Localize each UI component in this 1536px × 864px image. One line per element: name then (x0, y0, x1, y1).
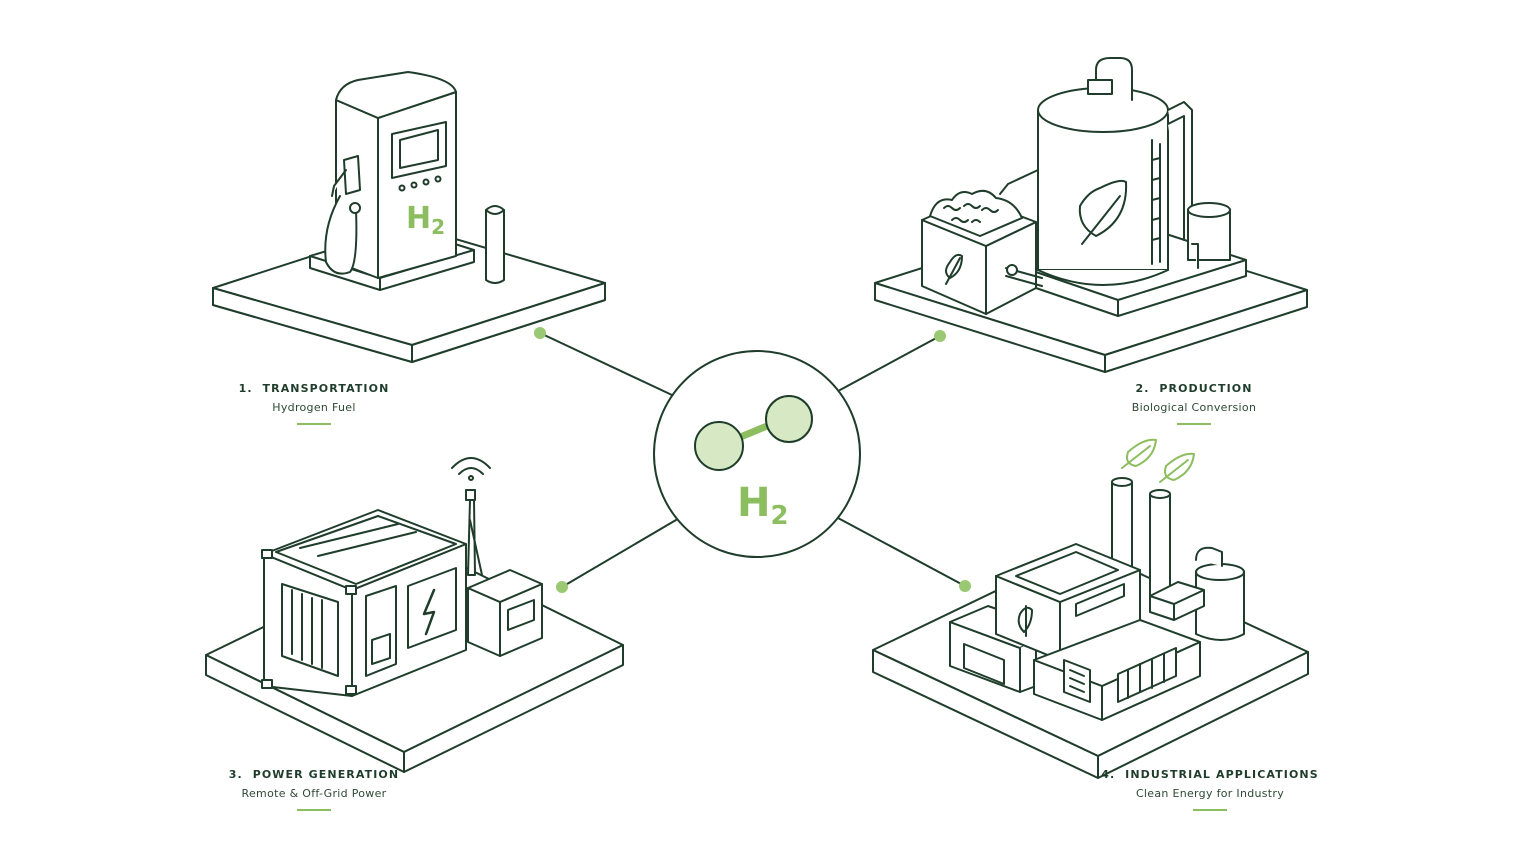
caption-subtitle: Clean Energy for Industry (1135, 787, 1285, 800)
caption-accent-rule (297, 423, 331, 425)
caption-accent-rule (1177, 423, 1211, 425)
factory-icon (949, 477, 1245, 721)
connector-dots (534, 327, 971, 593)
center-hub: H2 (653, 350, 861, 558)
caption-production: 2. PRODUCTION Biological Conversion (1074, 382, 1314, 425)
hub-circle (653, 350, 861, 558)
node-transportation: H2 (212, 71, 606, 363)
connector-industrial (837, 517, 966, 587)
caption-subtitle: Remote & Off-Grid Power (241, 787, 387, 800)
generator-container-icon (261, 509, 543, 697)
wifi-antenna-icon (451, 457, 491, 576)
connector-power (561, 519, 677, 588)
caption-title: 3. POWER GENERATION (228, 768, 400, 781)
caption-subtitle: Hydrogen Fuel (272, 401, 356, 414)
connector-lines (539, 332, 966, 588)
connector-production (839, 335, 941, 391)
connector-dot (959, 580, 971, 592)
caption-title: 1. TRANSPORTATION (238, 382, 390, 395)
caption-accent-rule (1193, 809, 1227, 811)
caption-power-generation: 3. POWER GENERATION Remote & Off-Grid Po… (194, 768, 434, 811)
fuel-pump-icon (309, 71, 505, 291)
node-industrial (872, 438, 1309, 779)
connector-dot (934, 330, 946, 342)
connector-transportation (539, 332, 673, 396)
caption-industrial: 4. INDUSTRIAL APPLICATIONS Clean Energy … (1090, 768, 1330, 811)
caption-title: 4. INDUSTRIAL APPLICATIONS (1101, 768, 1319, 781)
node-production (874, 57, 1308, 373)
pump-h2-label: H2 (406, 201, 445, 239)
node-power-generation (205, 457, 624, 773)
connector-dot (534, 327, 546, 339)
caption-accent-rule (297, 809, 331, 811)
leaf-icon (1121, 438, 1195, 483)
hydrogen-molecule-icon (694, 395, 813, 471)
connector-dot (556, 581, 568, 593)
platform (212, 224, 606, 363)
hub-h2-symbol: H2 (737, 480, 789, 531)
bioreactor-tank-icon (921, 57, 1247, 317)
caption-title: 2. PRODUCTION (1135, 382, 1253, 395)
caption-transportation: 1. TRANSPORTATION Hydrogen Fuel (194, 382, 434, 425)
caption-subtitle: Biological Conversion (1131, 401, 1257, 414)
